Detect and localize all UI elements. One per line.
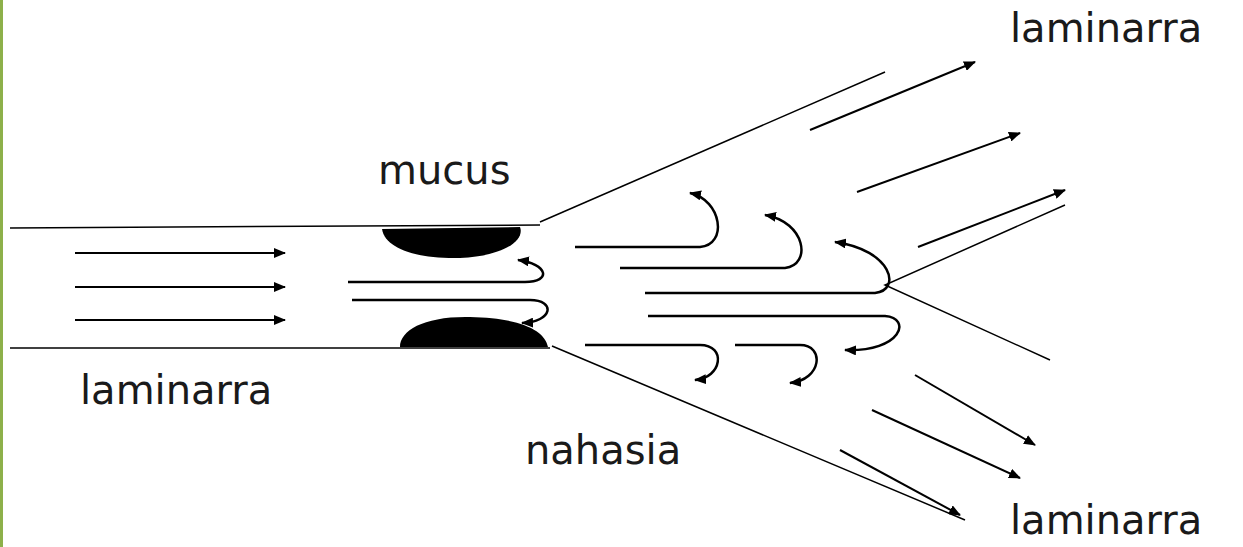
flow-label: laminarra — [80, 370, 272, 410]
mucus-blobs — [382, 227, 548, 347]
flow-label: laminarra — [1010, 8, 1202, 48]
turbulent-eddies — [348, 193, 899, 383]
airway-walls — [10, 72, 1065, 520]
side-stripe — [0, 0, 3, 547]
flow-label: nahasia — [525, 430, 681, 470]
flow-arrows — [75, 62, 1065, 515]
flow-label: mucus — [378, 150, 511, 190]
flow-label: laminarra — [1010, 500, 1202, 540]
